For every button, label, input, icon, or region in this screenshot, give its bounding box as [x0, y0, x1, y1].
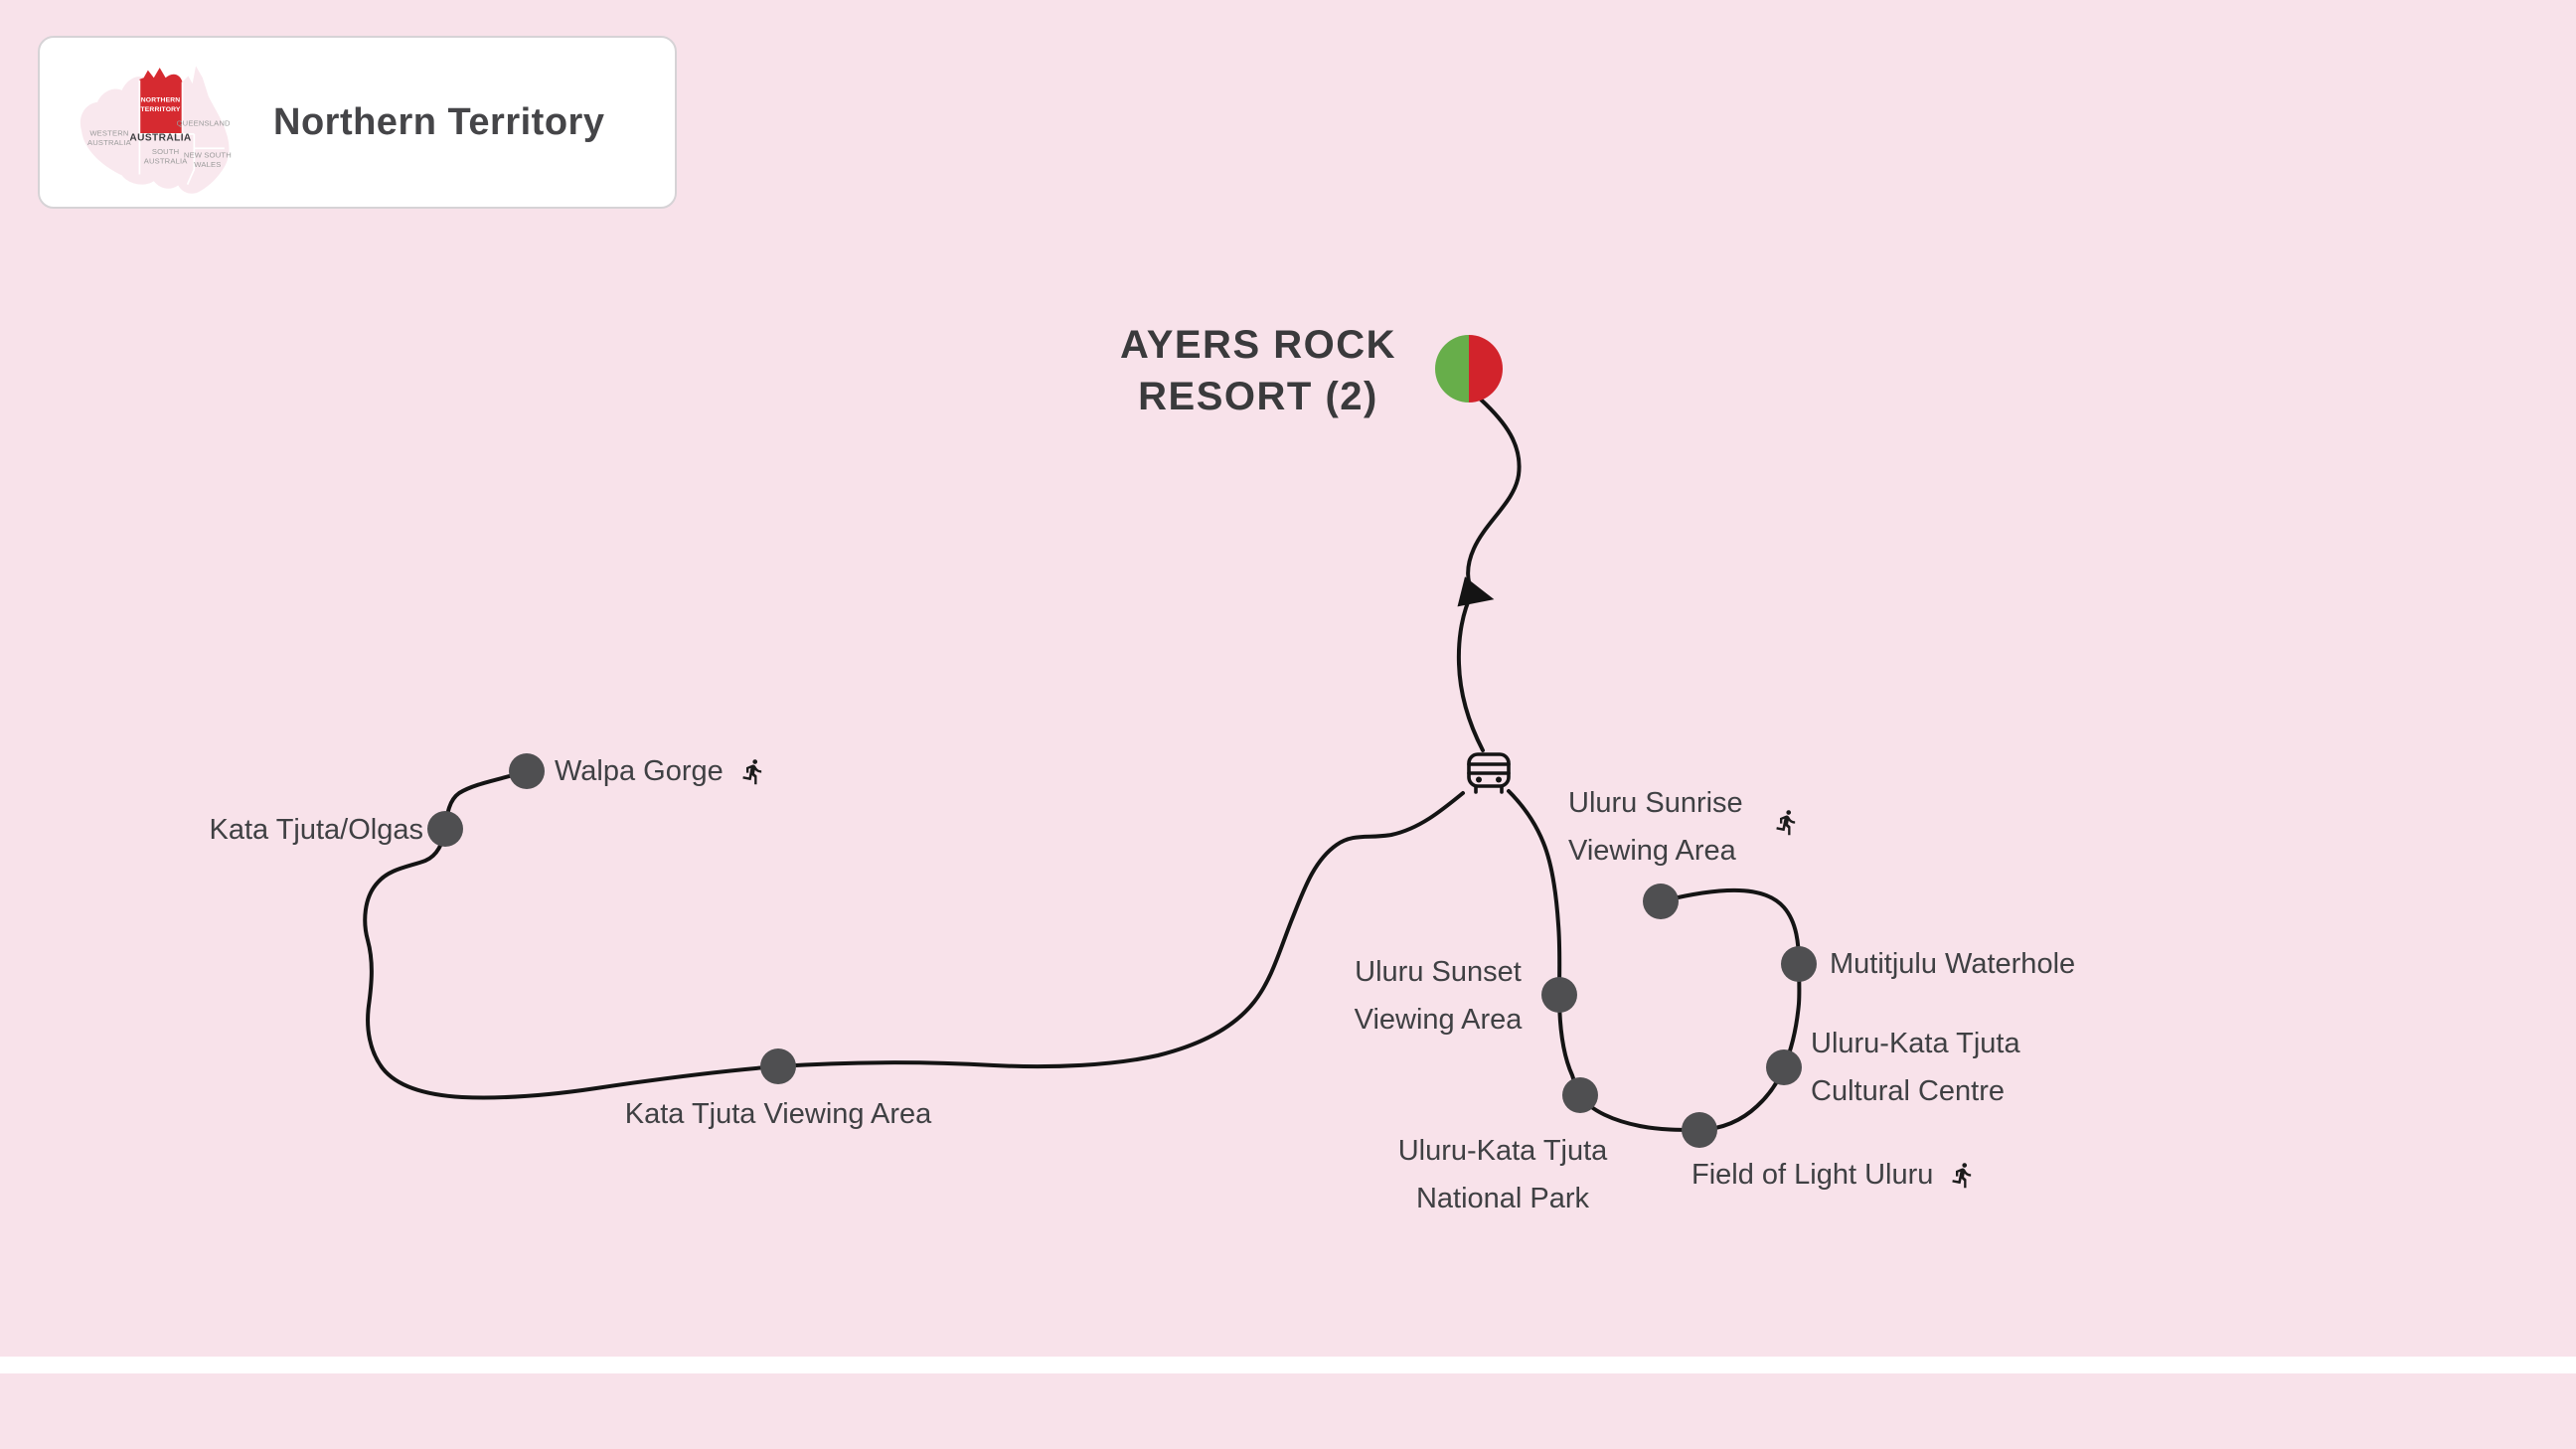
stop-label-text-line1: Uluru-Kata Tjuta — [1811, 1028, 2020, 1059]
stop-label-text: Kata Tjuta/Olgas — [209, 814, 423, 846]
stop-label-text-line2: Cultural Centre — [1811, 1075, 2006, 1107]
walker-icon — [742, 758, 761, 784]
map-label-wa-line1: WESTERN — [89, 129, 128, 138]
stop-label-text-line1: Uluru Sunrise — [1568, 787, 1743, 819]
walker-icon — [1776, 810, 1796, 836]
stop-dot-mutitjulu-waterhole[interactable] — [1781, 946, 1817, 982]
bottom-divider — [0, 1357, 2576, 1373]
stop-label-uluru-kata-tjuta-cultural-centre: Uluru-Kata Tjuta Cultural Centre — [1811, 1020, 2020, 1115]
australia-nt-highlight — [139, 68, 183, 134]
stop-label-text-line2: Viewing Area — [1354, 1004, 1523, 1036]
stop-label-text: Mutitjulu Waterhole — [1830, 948, 2076, 980]
australia-map-icon: WESTERN AUSTRALIA NORTHERN TERRITORY AUS… — [80, 66, 232, 194]
map-pin-red-half — [1469, 335, 1503, 402]
walker-icon — [1952, 1162, 1972, 1188]
stop-label-text-line2: National Park — [1415, 1183, 1590, 1214]
stop-dot-kata-tjuta-viewing-area[interactable] — [760, 1048, 796, 1084]
map-label-wa-line2: AUSTRALIA — [87, 138, 132, 147]
resort-label-line2: RESORT (2) — [1138, 375, 1378, 418]
stop-label-mutitjulu-waterhole: Mutitjulu Waterhole — [1830, 945, 2075, 983]
walker-icon-sunrise — [1773, 807, 1801, 838]
map-label-nsw-line2: WALES — [194, 160, 221, 169]
stop-dot-walpa-gorge[interactable] — [509, 753, 545, 789]
stop-dot-kata-tjuta-olgas[interactable] — [427, 811, 463, 847]
stop-label-uluru-sunrise-viewing-area: Uluru Sunrise Viewing Area — [1568, 779, 1743, 875]
stop-label-text: Field of Light Uluru — [1691, 1159, 1934, 1191]
bus-body — [1467, 752, 1511, 788]
map-pin-ayers-rock[interactable] — [1435, 335, 1503, 402]
region-title: Northern Territory — [273, 100, 605, 143]
map-label-nt-line2: TERRITORY — [140, 106, 180, 113]
stop-label-uluru-sunset-viewing-area: Uluru Sunset Viewing Area — [1355, 948, 1523, 1044]
route-direction-arrow-icon — [1457, 576, 1495, 607]
map-label-sa-line2: AUSTRALIA — [144, 156, 189, 165]
australia-state-borders — [138, 80, 225, 185]
stop-label-kata-tjuta-viewing-area: Kata Tjuta Viewing Area — [625, 1095, 931, 1133]
map-label-nsw-line1: NEW SOUTH — [184, 151, 232, 160]
stop-label-kata-tjuta-olgas: Kata Tjuta/Olgas — [210, 811, 423, 849]
route-segment-resort-to-hub — [1456, 398, 1522, 752]
map-label-nt-line1: NORTHERN — [141, 97, 181, 104]
map-pin-green-half — [1435, 335, 1469, 402]
bus-right-light — [1496, 776, 1502, 783]
stop-label-text-line1: Uluru-Kata Tjuta — [1397, 1135, 1608, 1167]
map-label-sa-line1: SOUTH — [152, 147, 179, 156]
resort-label: AYERS ROCK RESORT (2) — [1120, 319, 1396, 422]
stop-dot-uluru-kata-tjuta-cultural-centre[interactable] — [1766, 1049, 1802, 1085]
map-label-qld: QUEENSLAND — [177, 118, 231, 127]
stop-label-text-line2: Viewing Area — [1568, 835, 1736, 867]
stop-dot-uluru-sunset-viewing-area[interactable] — [1541, 977, 1577, 1013]
stop-dot-field-of-light-uluru[interactable] — [1682, 1112, 1717, 1148]
region-badge: WESTERN AUSTRALIA NORTHERN TERRITORY AUS… — [38, 36, 677, 209]
stop-label-text: Walpa Gorge — [555, 755, 724, 787]
stop-dot-uluru-kata-tjuta-national-park[interactable] — [1562, 1077, 1598, 1113]
stop-label-text: Kata Tjuta Viewing Area — [624, 1098, 932, 1130]
stop-label-text-line1: Uluru Sunset — [1355, 956, 1522, 988]
stop-dot-uluru-sunrise-viewing-area[interactable] — [1643, 884, 1679, 919]
resort-label-line1: AYERS ROCK — [1119, 323, 1397, 367]
stop-label-field-of-light-uluru: Field of Light Uluru — [1691, 1156, 1977, 1194]
bus-left-light — [1476, 776, 1482, 783]
route-segment-kata-tjuta-branch — [363, 769, 1465, 1100]
map-label-country: AUSTRALIA — [129, 133, 192, 144]
stop-label-walpa-gorge: Walpa Gorge — [555, 752, 767, 790]
bus-icon — [1467, 752, 1511, 794]
stop-label-uluru-kata-tjuta-national-park: Uluru-Kata Tjuta National Park — [1398, 1127, 1608, 1222]
